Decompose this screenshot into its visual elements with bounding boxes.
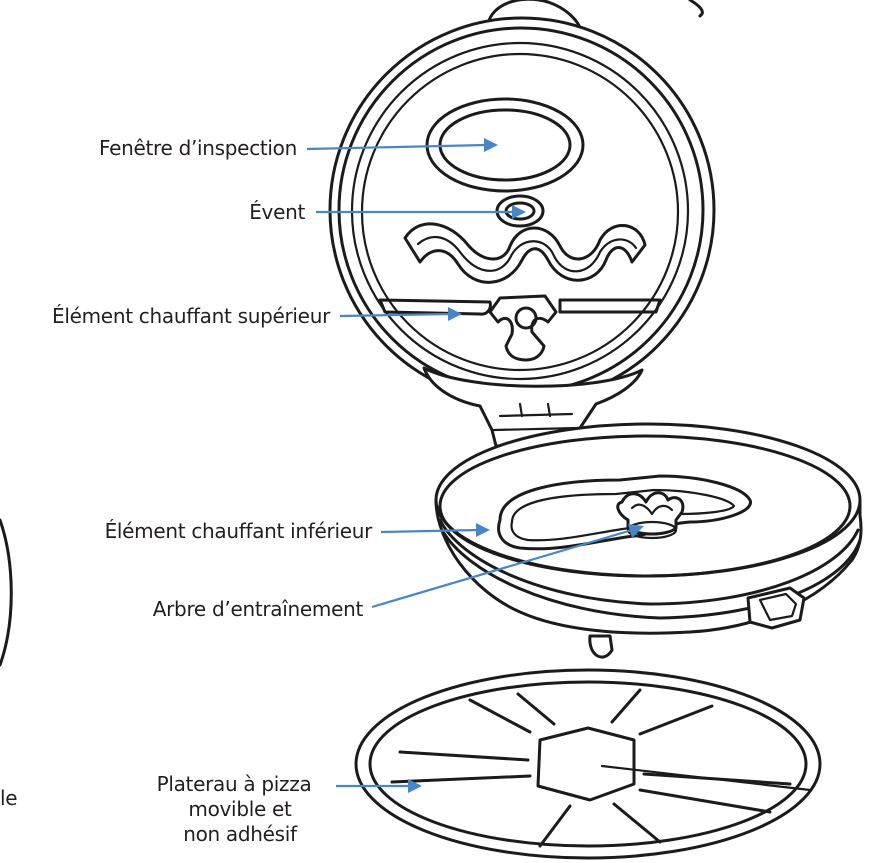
label-vent: Évent — [249, 200, 305, 224]
label-lower-heating-element: Élément chauffant inférieur — [105, 519, 372, 543]
cropped-left-outline — [0, 520, 11, 665]
label-pizza-tray: Platerau à pizza movible et non adhésif — [134, 772, 334, 847]
lower-base — [436, 424, 861, 657]
label-inspection-window: Fenêtre d’inspection — [99, 136, 297, 160]
label-drive-shaft: Arbre d’entraînement — [153, 597, 363, 621]
top-right-cropped-stroke — [690, 0, 702, 16]
label-upper-heating-element: Élément chauffant supérieur — [52, 304, 330, 328]
label-cropped-left-fragment: le — [0, 786, 17, 810]
label-pizza-tray-line-1: Platerau à pizza — [134, 772, 334, 797]
label-pizza-tray-line-3: non adhésif — [134, 822, 334, 847]
pizza-tray — [356, 670, 820, 858]
label-pizza-tray-line-2: movible et — [134, 797, 334, 822]
